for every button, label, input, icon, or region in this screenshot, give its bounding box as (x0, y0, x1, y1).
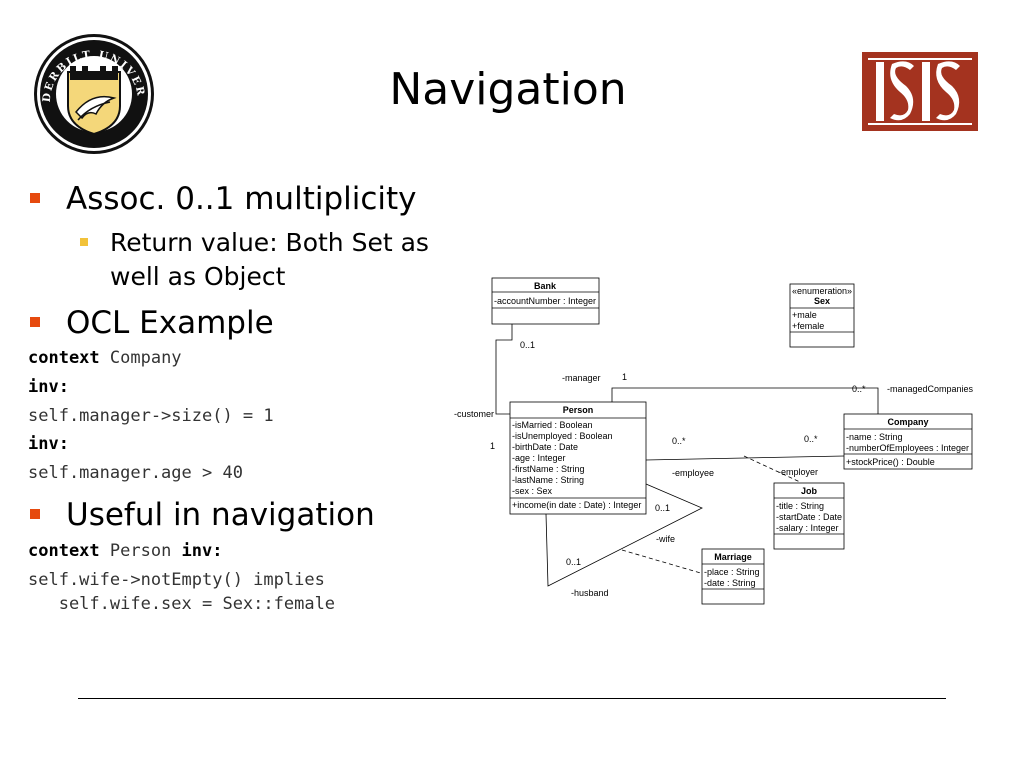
multiplicity-label: 1 (490, 441, 495, 451)
multiplicity-label: 0..* (672, 436, 686, 446)
class-name: Sex (814, 296, 830, 306)
ocl-code-line: self.wife->notEmpty() implies (28, 570, 325, 590)
class-attribute: -birthDate : Date (512, 442, 578, 452)
class-attribute: -isMarried : Boolean (512, 420, 593, 430)
class-attribute: -sex : Sex (512, 486, 553, 496)
role-label: -employer (778, 467, 818, 477)
role-label: -managedCompanies (887, 384, 974, 394)
role-label: -customer (454, 409, 494, 419)
multiplicity-label: 0..1 (520, 340, 535, 350)
class-name: Bank (534, 281, 557, 291)
class-name: Job (801, 486, 818, 496)
association-class-links (621, 455, 801, 575)
class-attribute: -age : Integer (512, 453, 566, 463)
ocl-code-line: self.manager.age > 40 (28, 463, 243, 483)
class-attribute: -firstName : String (512, 464, 585, 474)
role-label: -husband (571, 588, 609, 598)
uml-class-company: Company -name : String -numberOfEmployee… (843, 413, 973, 470)
class-attribute: -date : String (704, 578, 756, 588)
uml-class-bank: Bank -accountNumber : Integer (491, 277, 600, 325)
sub-bullet-square-icon (80, 238, 88, 246)
ocl-code-line: context Company (28, 348, 182, 368)
class-operation: +stockPrice() : Double (846, 457, 935, 467)
association-labels: 0..1 -customer 1 -manager 1 0..* -manage… (454, 340, 974, 598)
slide-title: Navigation (389, 64, 627, 115)
role-label: -employee (672, 468, 714, 478)
bullet-square-icon (30, 317, 40, 327)
uml-class-marriage: Marriage -place : String -date : String (701, 548, 765, 605)
uml-class-job: Job -title : String -startDate : Date -s… (773, 482, 845, 550)
uml-class-diagram: Bank -accountNumber : Integer «enumerati… (440, 270, 1000, 610)
uml-enum-sex: «enumeration» Sex +male +female (789, 283, 855, 348)
ocl-code-line: inv: (28, 434, 69, 454)
class-attribute: -accountNumber : Integer (494, 296, 596, 306)
enum-literal: +male (792, 310, 817, 320)
multiplicity-label: 0..* (852, 384, 866, 394)
class-attribute: -startDate : Date (776, 512, 842, 522)
vanderbilt-university-seal-icon: VANDERBILT UNIVERSITY (26, 23, 154, 154)
class-operation: +income(in date : Date) : Integer (512, 500, 641, 510)
ocl-code-line: inv: (28, 377, 69, 397)
uml-class-person: Person -isMarried : Boolean -isUnemploye… (509, 401, 647, 515)
enum-literal: +female (792, 321, 824, 331)
enum-stereotype: «enumeration» (792, 286, 852, 296)
association-lines (495, 324, 879, 587)
ocl-code-line: self.wife.sex = Sex::female (28, 594, 336, 614)
multiplicity-label: 1 (622, 372, 627, 382)
class-attribute: -name : String (846, 432, 903, 442)
class-name: Person (563, 405, 594, 415)
class-attribute: -numberOfEmployees : Integer (846, 443, 969, 453)
multiplicity-label: 0..* (804, 434, 818, 444)
class-name: Company (887, 417, 928, 427)
role-label: -manager (562, 373, 601, 383)
isis-logo (862, 52, 978, 131)
class-attribute: -place : String (704, 567, 760, 577)
footer-divider (78, 698, 946, 699)
class-attribute: -isUnemployed : Boolean (512, 431, 613, 441)
class-name: Marriage (714, 552, 752, 562)
class-attribute: -title : String (776, 501, 824, 511)
vanderbilt-logo: VANDERBILT UNIVERSITY (26, 23, 156, 156)
multiplicity-label: 0..1 (566, 557, 581, 567)
class-attribute: -lastName : String (512, 475, 584, 485)
isis-logo-icon (862, 52, 978, 131)
ocl-code-line: self.manager->size() = 1 (28, 406, 274, 426)
class-attribute: -salary : Integer (776, 523, 839, 533)
role-label: -wife (656, 534, 675, 544)
multiplicity-label: 0..1 (655, 503, 670, 513)
bullet-square-icon (30, 193, 40, 203)
bullet-square-icon (30, 509, 40, 519)
ocl-code-line: context Person inv: (28, 541, 223, 561)
